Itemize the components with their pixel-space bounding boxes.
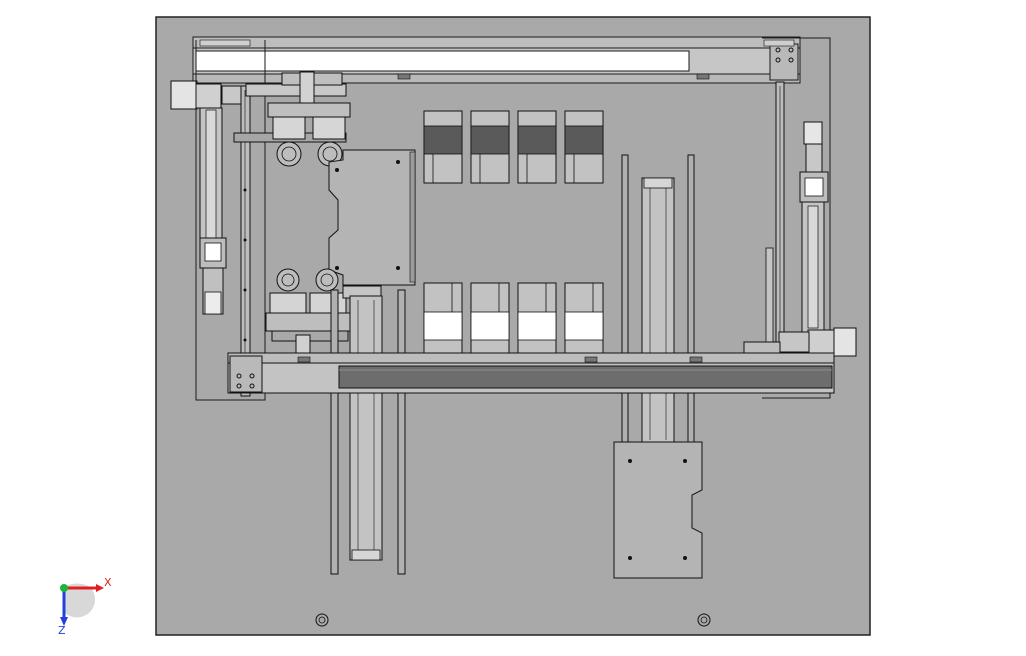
left-linear-rails[interactable] — [330, 289, 406, 575]
upper-tray-row[interactable] — [423, 110, 604, 184]
z-axis-label: Z — [58, 624, 66, 637]
mounting-hole-right — [697, 613, 711, 627]
lower-carriage-plate[interactable] — [613, 441, 703, 579]
axis-triad[interactable]: X Z — [58, 576, 112, 637]
left-frame — [195, 40, 266, 401]
left-y-axis-module[interactable] — [170, 80, 251, 397]
axis-triad-shadow-icon — [64, 583, 96, 618]
lower-tray-row[interactable] — [423, 282, 604, 354]
x-axis-label: X — [104, 576, 112, 589]
top-gantry-beam[interactable] — [192, 36, 801, 84]
mounting-hole-left — [315, 613, 329, 627]
upper-gripper-assembly[interactable] — [233, 71, 351, 167]
base-plate[interactable] — [155, 16, 871, 636]
y-axis-point-icon — [60, 584, 68, 592]
center-linear-rails[interactable] — [621, 154, 695, 446]
right-y-axis-module[interactable] — [743, 81, 857, 357]
bottom-gantry-beam[interactable] — [227, 352, 835, 394]
carriage-plate[interactable] — [328, 149, 416, 286]
right-frame — [762, 37, 831, 399]
